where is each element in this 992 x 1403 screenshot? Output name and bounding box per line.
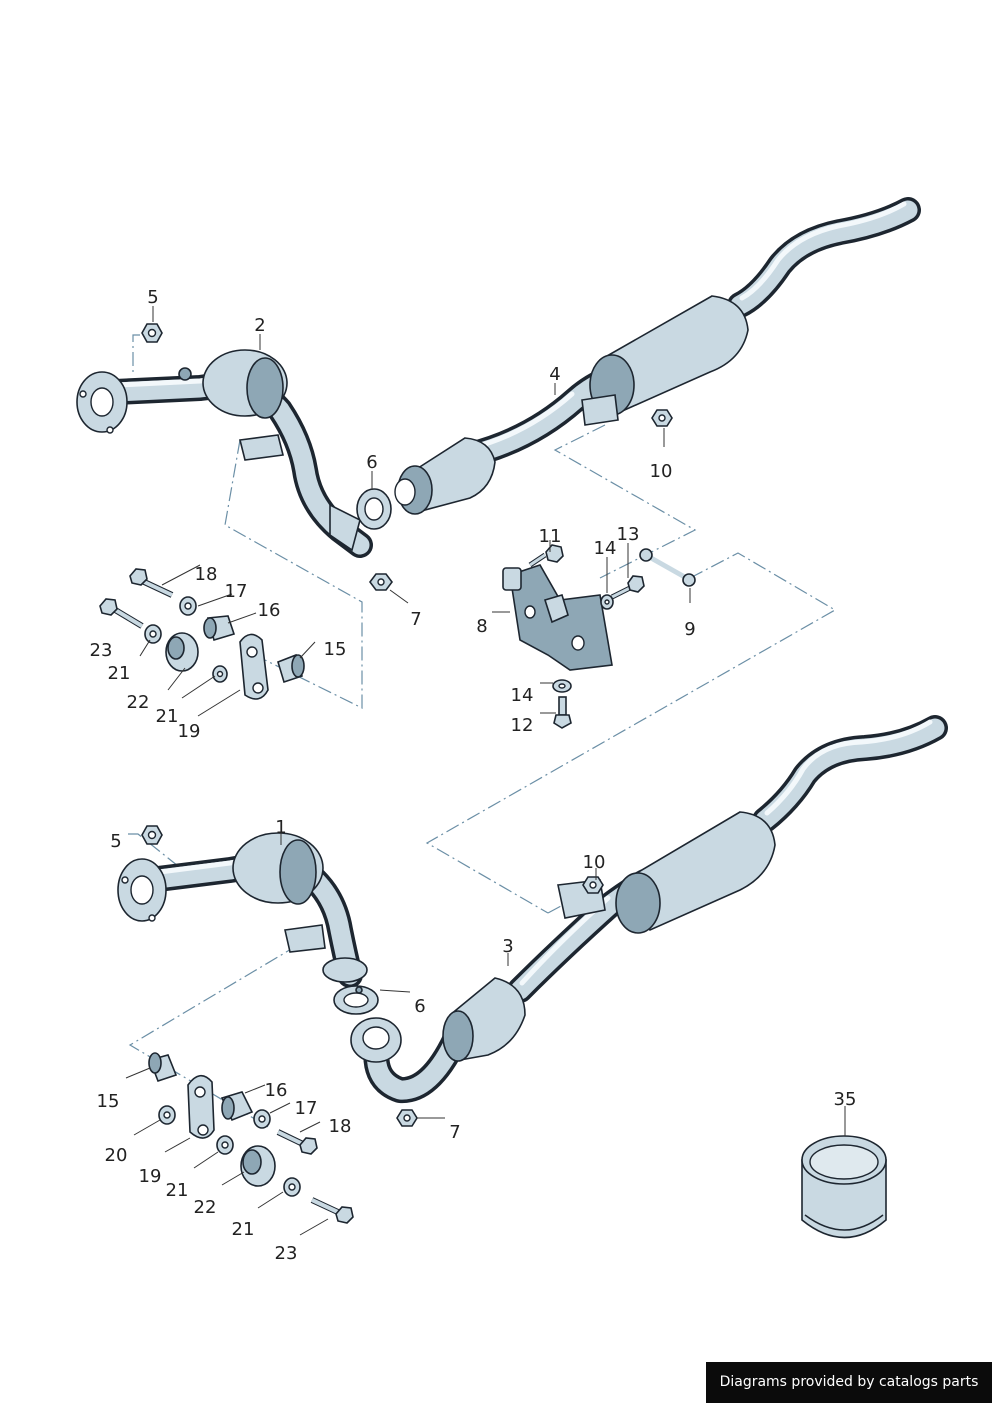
callout-12: 12: [511, 715, 534, 736]
callout-16-lower: 16: [265, 1080, 288, 1101]
bolt-18-lower: [276, 1129, 318, 1155]
callouts-upper: 5 2 4 6 10 18 17 16 23 21 15 22 21 19 7 …: [90, 287, 696, 742]
callout-8: 8: [476, 616, 487, 637]
exhaust-pipe-3: [350, 715, 948, 1104]
strap-19-lower: [187, 1074, 215, 1139]
leaders-lower: [125, 828, 597, 1236]
callout-23-upper: 23: [90, 640, 113, 661]
callout-4: 4: [549, 364, 560, 385]
callout-13: 13: [617, 524, 640, 545]
gasket-6-lower: [333, 985, 379, 1015]
nut-7-lower: [396, 1109, 418, 1127]
callout-11: 11: [539, 526, 562, 547]
washer-21a-lower: [216, 1135, 234, 1155]
spacer-16-lower: [220, 1091, 254, 1122]
callout-6-lower: 6: [414, 996, 425, 1017]
sleeve-15-upper: [277, 653, 305, 684]
washer-14-lower: [552, 679, 572, 693]
callout-6-upper: 6: [366, 452, 377, 473]
bolt-12: [553, 696, 572, 729]
callout-3: 3: [502, 936, 513, 957]
callout-16-upper: 16: [258, 600, 281, 621]
callout-19-lower: 19: [139, 1166, 162, 1187]
callout-10-lower: 10: [583, 852, 606, 873]
nut-5-lower: [141, 825, 163, 845]
callout-23-lower: 23: [275, 1243, 298, 1264]
bolt-13: [610, 575, 645, 600]
nut-5-upper: [141, 323, 163, 343]
callout-21b-lower: 21: [232, 1219, 255, 1240]
callout-1: 1: [275, 817, 286, 838]
lower-assembly: 5 1 10 3 6 16 15 17 18 20 19 21 22 21 23…: [97, 715, 948, 1264]
lower-dash-stud: [128, 833, 179, 867]
washer-17-lower: [253, 1109, 271, 1129]
callout-21a-lower: 21: [166, 1180, 189, 1201]
bushing-20-lower: [158, 1105, 176, 1125]
callout-20: 20: [105, 1145, 128, 1166]
callout-7-lower: 7: [449, 1122, 460, 1143]
washer-17-upper: [179, 596, 197, 616]
callout-15-upper: 15: [324, 639, 347, 660]
callout-35: 35: [834, 1089, 857, 1110]
washer-21b-upper: [212, 665, 228, 683]
callout-14-upper: 14: [594, 538, 617, 559]
bushing-22-lower: [240, 1145, 276, 1187]
callout-18-lower: 18: [329, 1116, 352, 1137]
upper-dash-bracket: [224, 439, 363, 709]
upper-dash-link: [425, 552, 837, 914]
bushing-22-upper: [165, 632, 199, 672]
upper-dash-stud: [132, 334, 140, 372]
callout-14-lower: 14: [511, 685, 534, 706]
link-9: [639, 548, 696, 587]
washer-21b-lower: [283, 1177, 301, 1197]
callout-18-upper: 18: [195, 564, 218, 585]
strap-19-upper: [239, 633, 269, 700]
bolt-23-upper: [99, 598, 144, 629]
nut-10-lower: [582, 876, 604, 894]
front-pipe-2: [76, 349, 373, 558]
callout-22-lower: 22: [194, 1197, 217, 1218]
bracket-8: [502, 564, 613, 671]
callout-7-upper: 7: [410, 609, 421, 630]
callout-21b-upper: 21: [156, 706, 179, 727]
callout-21a-upper: 21: [108, 663, 131, 684]
bolt-23-lower: [310, 1197, 354, 1224]
callout-2: 2: [254, 315, 265, 336]
upper-dash-mount: [553, 424, 697, 579]
spacer-16-upper: [203, 615, 236, 642]
lower-dash-bracket: [128, 944, 299, 1129]
callout-9: 9: [684, 619, 695, 640]
washer-21a-upper: [144, 624, 162, 644]
callout-19-upper: 19: [178, 721, 201, 742]
sleeve-15-lower: [148, 1052, 178, 1083]
gasket-6-upper: [356, 488, 392, 530]
callout-17-lower: 17: [295, 1098, 318, 1119]
callout-5-lower: 5: [110, 831, 121, 852]
nut-10-upper: [651, 409, 673, 427]
exhaust-pipe-4: [394, 197, 921, 515]
washer-14-upper: [600, 594, 614, 610]
front-pipe-1: [117, 832, 368, 988]
callouts-lower: 5 1 10 3 6 16 15 17 18 20 19 21 22 21 23…: [97, 817, 857, 1264]
callout-22-upper: 22: [127, 692, 150, 713]
credit-banner: Diagrams provided by catalogs parts: [706, 1362, 992, 1403]
callout-5-upper: 5: [147, 287, 158, 308]
callout-17-upper: 17: [225, 581, 248, 602]
nut-7-upper: [369, 573, 393, 591]
leaders-upper: [139, 306, 691, 717]
clamp-sleeve-35: [801, 1106, 887, 1239]
bolt-11: [528, 544, 564, 568]
callout-15-lower: 15: [97, 1091, 120, 1112]
upper-assembly: 5 2 4 6 10 18 17 16 23 21 15 22 21 19 7 …: [76, 197, 921, 914]
bolt-18-upper: [129, 568, 174, 598]
callout-10-upper: 10: [650, 461, 673, 482]
